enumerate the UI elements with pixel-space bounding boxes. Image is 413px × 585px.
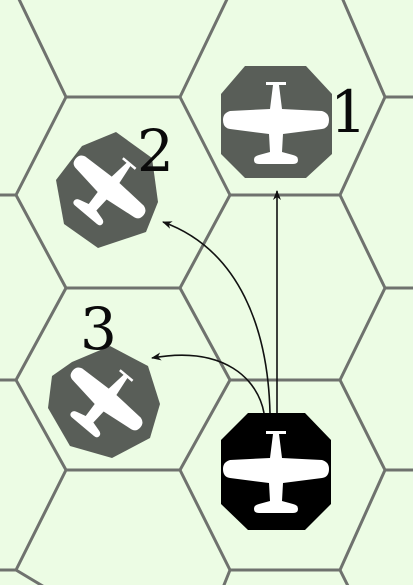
- movement-arrows: [151, 190, 281, 414]
- move-arrow-to-2: [162, 221, 271, 414]
- player-counter[interactable]: [221, 413, 331, 530]
- counter-label-3: 3: [80, 295, 117, 363]
- counter-label-2: 2: [137, 117, 174, 185]
- enemy-counter-3[interactable]: 3: [48, 295, 161, 458]
- enemy-counter-2[interactable]: 2: [52, 117, 174, 248]
- move-arrow-to-3: [151, 352, 265, 414]
- enemy-counter-1[interactable]: 1: [221, 66, 367, 178]
- counter-label-1: 1: [330, 78, 367, 146]
